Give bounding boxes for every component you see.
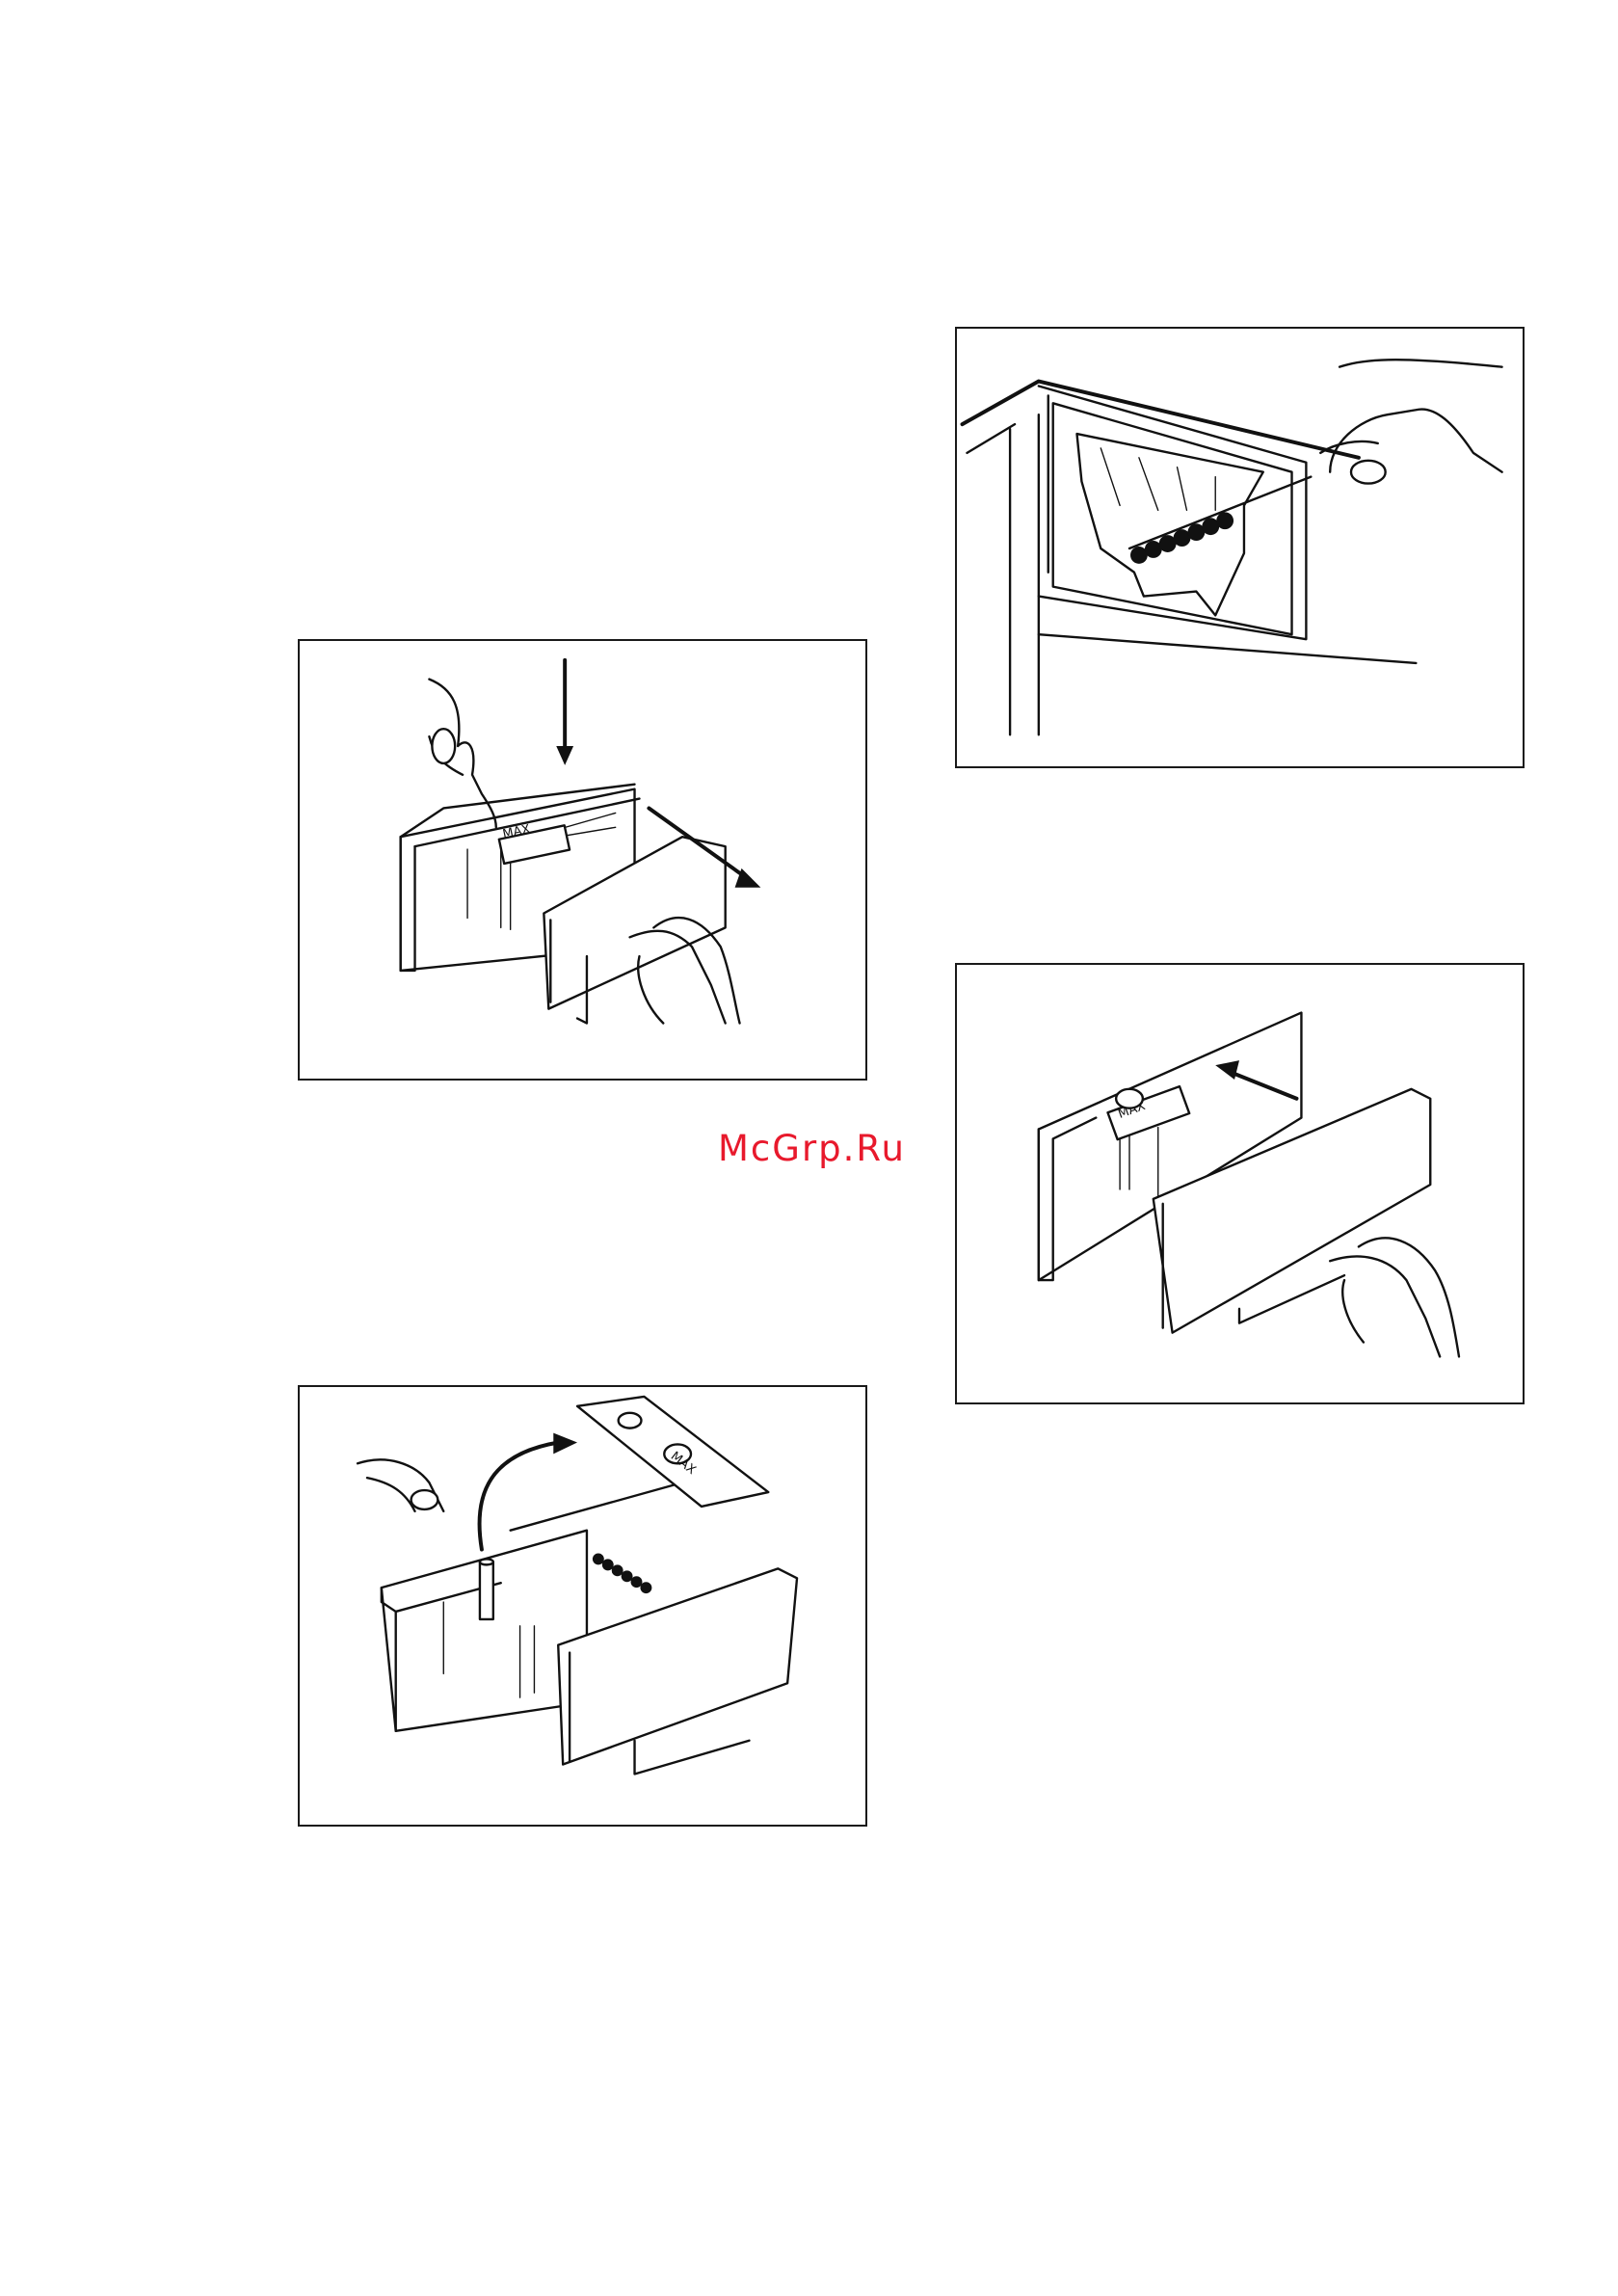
insert-drawer-drawing: MAX	[957, 965, 1523, 1402]
clean-recess-drawing	[957, 329, 1523, 766]
illustration-insert-drawer: MAX	[955, 963, 1525, 1404]
clean-drawer-drawing: MAX	[300, 1387, 865, 1825]
watermark-text: McGrp.Ru	[718, 1128, 906, 1169]
remove-drawer-drawing: MAX	[300, 641, 865, 1079]
illustration-remove-drawer: MAX	[298, 639, 867, 1081]
illustration-clean-recess	[955, 327, 1525, 768]
illustration-clean-drawer: MAX	[298, 1385, 867, 1827]
